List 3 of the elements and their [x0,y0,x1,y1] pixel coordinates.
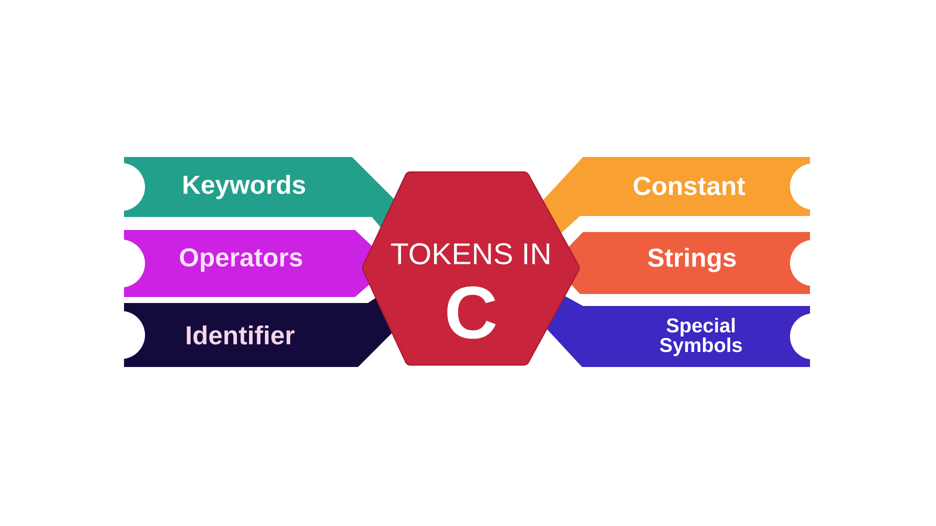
label-banner: Strings [552,232,810,294]
label-banner: Operators [124,230,392,297]
hexagon: TOKENS IN C [362,171,580,366]
